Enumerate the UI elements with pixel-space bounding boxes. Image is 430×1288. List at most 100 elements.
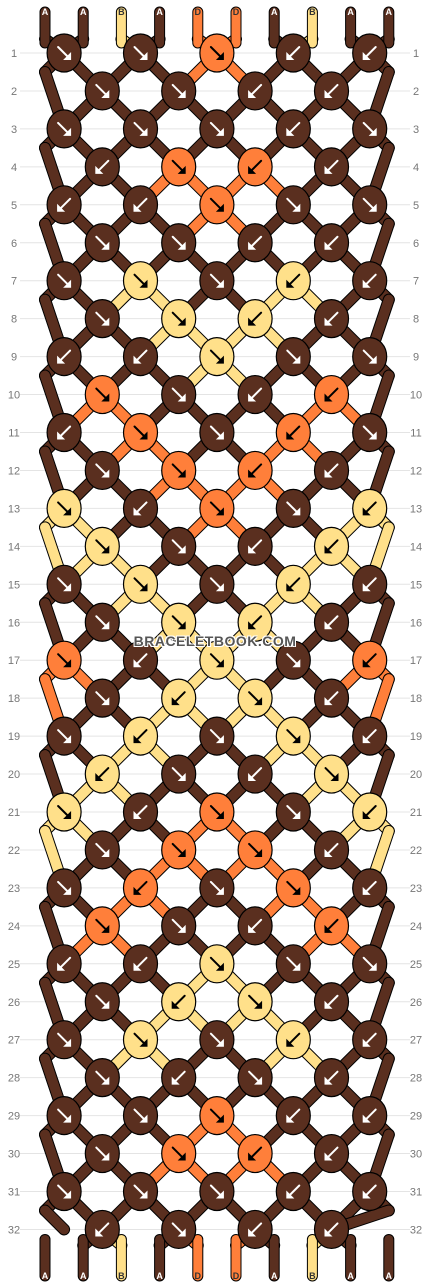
arrow-head: [101, 924, 110, 933]
row-number-left: 7: [11, 276, 17, 288]
knot: [237, 906, 273, 946]
knot: [84, 1133, 120, 1174]
arrow-head: [248, 773, 257, 782]
arrow-down-right-icon: [95, 615, 110, 630]
arrow-head: [286, 127, 295, 136]
arrow-down-right-icon: [209, 653, 224, 668]
arrow-down-right-icon: [209, 197, 224, 212]
arrow-down-left-icon: [324, 83, 339, 98]
arrow-head: [248, 241, 257, 250]
arrow-down-left-icon: [324, 1070, 339, 1085]
knot: [122, 792, 159, 832]
knot: [313, 147, 350, 187]
row-number-right: 8: [413, 314, 419, 326]
arrow-down-left-icon: [286, 46, 301, 60]
knot: [199, 412, 235, 453]
knot: [352, 109, 388, 149]
arrow-down-right-icon: [286, 729, 301, 744]
row-number-left: 5: [11, 200, 17, 212]
arrow-down-right-icon: [95, 539, 110, 554]
row-number-right: 15: [410, 579, 422, 591]
arrow-down-left-icon: [324, 159, 339, 174]
arrow-head: [177, 1228, 186, 1237]
knot: [84, 602, 120, 642]
knot: [275, 1171, 311, 1212]
knot: [199, 716, 235, 756]
row-number-left: 23: [8, 883, 20, 895]
row-number-left: 21: [8, 807, 20, 819]
knot: [161, 906, 197, 946]
string-letter-top: A: [42, 7, 49, 17]
knot: [237, 526, 273, 566]
arrow-down-right-icon: [171, 311, 186, 326]
arrow-down-right-icon: [209, 121, 224, 136]
knot: [199, 488, 235, 528]
arrow-down-right-icon: [362, 956, 377, 971]
knot: [352, 1171, 388, 1212]
arrow-head: [324, 469, 333, 478]
arrow-head: [95, 773, 104, 782]
knot: [122, 412, 159, 453]
arrow-head: [177, 89, 186, 98]
arrow-down-right-icon: [209, 1184, 224, 1199]
arrow-down-right-icon: [95, 1146, 110, 1161]
arrow-head: [177, 393, 186, 402]
arrow-down-left-icon: [248, 463, 263, 478]
arrow-head: [362, 583, 371, 592]
knot: [313, 982, 350, 1022]
knot: [122, 109, 159, 149]
knot: [161, 71, 197, 111]
arrow-down-left-icon: [133, 653, 148, 668]
arrow-head: [286, 431, 295, 440]
arrow-down-right-icon: [248, 1070, 263, 1085]
row-number-left: 14: [8, 541, 20, 553]
arrow-down-left-icon: [57, 349, 72, 364]
arrow-head: [292, 735, 301, 744]
arrow-down-left-icon: [248, 615, 263, 630]
arrow-down-right-icon: [286, 880, 301, 895]
knot: [237, 982, 273, 1022]
knot: [46, 1020, 82, 1060]
string-letter-bottom: A: [271, 1271, 278, 1281]
knot: [237, 1133, 273, 1174]
string-letter-top: A: [156, 7, 163, 17]
arrow-down-left-icon: [362, 1108, 377, 1123]
knot: [275, 185, 311, 225]
string-tails: [39, 6, 395, 1282]
arrow-head: [324, 621, 333, 630]
row-number-left: 1: [11, 48, 17, 60]
arrow-down-right-icon: [57, 805, 72, 819]
knot: [237, 602, 273, 642]
arrow-head: [368, 355, 377, 364]
arrow-down-left-icon: [362, 805, 377, 819]
row-number-right: 21: [410, 807, 422, 819]
arrow-head: [254, 697, 263, 706]
knot: [122, 944, 159, 984]
arrow-down-right-icon: [95, 311, 110, 326]
arrow-down-right-icon: [286, 349, 301, 364]
knot: [199, 109, 235, 149]
row-number-right: 22: [410, 845, 422, 857]
knot: [352, 564, 388, 604]
arrow-down-right-icon: [95, 994, 110, 1009]
knot: [313, 1058, 350, 1098]
arrow-down-right-icon: [171, 842, 186, 857]
arrow-down-right-icon: [362, 197, 377, 212]
string-letter-bottom: A: [80, 1271, 87, 1281]
arrow-head: [177, 621, 186, 630]
arrow-down-right-icon: [171, 83, 186, 98]
arrow-head: [324, 393, 333, 402]
arrow-down-right-icon: [324, 767, 339, 782]
string-letter-bottom: D: [195, 1271, 202, 1281]
arrow-head: [324, 1152, 333, 1161]
knot: [84, 678, 120, 718]
row-number-right: 25: [410, 959, 422, 971]
row-number-left: 16: [8, 617, 20, 629]
arrow-head: [139, 431, 148, 440]
knot: [122, 337, 159, 377]
knot: [122, 1171, 159, 1212]
knot: [352, 488, 388, 528]
arrow-head: [286, 1190, 295, 1199]
arrow-head: [215, 811, 224, 819]
knot: [313, 602, 350, 642]
